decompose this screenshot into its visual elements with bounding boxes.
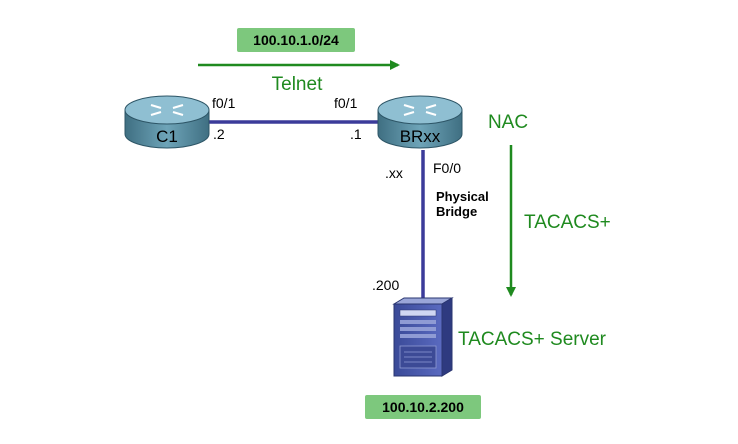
brxx-address-down-label: .xx	[385, 165, 403, 181]
nac-label: NAC	[488, 112, 528, 133]
bottom-network-badge: 100.10.2.200	[365, 395, 481, 419]
c1-interface-label: f0/1	[212, 95, 236, 111]
router-icon	[377, 95, 463, 149]
bridge-label-line2: Bridge	[436, 204, 477, 219]
top-network-label: 100.10.1.0/24	[253, 32, 339, 48]
server-label: TACACS+ Server	[458, 329, 607, 350]
server-address-label: .200	[372, 277, 399, 293]
brxx-interface-left-label: f0/1	[334, 95, 358, 111]
top-network-badge: 100.10.1.0/24	[237, 28, 355, 52]
server-icon	[392, 297, 454, 377]
router-icon	[124, 95, 210, 149]
bottom-network-label: 100.10.2.200	[382, 399, 464, 415]
brxx-address-left-label: .1	[350, 126, 362, 142]
router-c1-label: C1	[156, 127, 178, 146]
telnet-label: Telnet	[272, 74, 323, 95]
router-brxx-label: BRxx	[400, 127, 441, 146]
bridge-label-line1: Physical	[436, 189, 489, 204]
brxx-interface-down-label: F0/0	[433, 160, 461, 176]
tacacs-label: TACACS+	[524, 212, 611, 233]
c1-address-label: .2	[213, 126, 225, 142]
